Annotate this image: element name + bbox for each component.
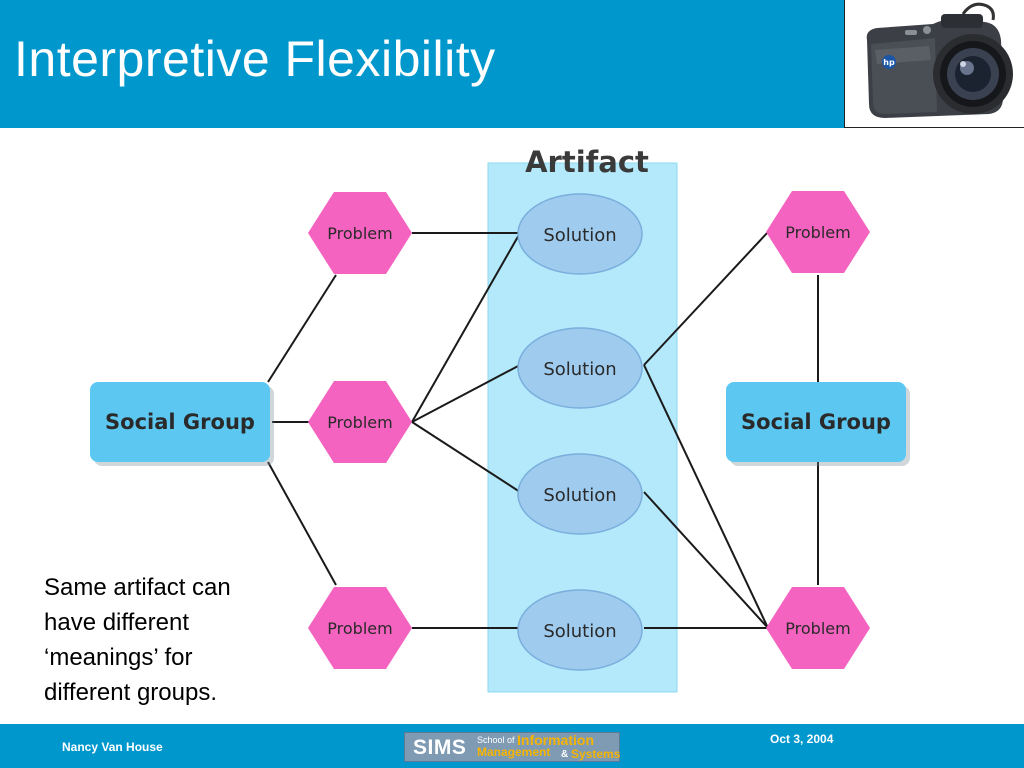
slide-title: Interpretive Flexibility [14, 31, 496, 87]
solution-label: Solution [543, 621, 616, 642]
problem-label: Problem [327, 224, 392, 243]
solution-label: Solution [543, 359, 616, 380]
camera-image-frame: hp [844, 0, 1024, 128]
problem-label: Problem [327, 619, 392, 638]
problem-right-top: Problem [766, 191, 870, 273]
social-group-right: Social Group [726, 382, 910, 466]
problem-left-top: Problem [308, 192, 412, 274]
sims-logo-systems: Systems [571, 747, 621, 761]
social-group-left: Social Group [90, 382, 274, 466]
caption-line: Same artifact can [44, 574, 231, 601]
solution-label: Solution [543, 225, 616, 246]
sims-logo: SIMS School of Information Management & … [404, 732, 620, 762]
footer-date: Oct 3, 2004 [770, 732, 834, 746]
interpretive-flexibility-diagram: Artifact Social Group Social Group Probl… [90, 145, 910, 693]
problem-left-bottom: Problem [308, 587, 412, 669]
problem-label: Problem [785, 619, 850, 638]
artifact-label: Artifact [525, 145, 649, 179]
social-group-left-label: Social Group [105, 410, 255, 434]
footer-author: Nancy Van House [62, 740, 163, 754]
solution-label: Solution [543, 485, 616, 506]
sims-logo-text: SIMS [413, 736, 467, 759]
caption-line: different groups. [44, 679, 218, 706]
problem-left-middle: Problem [308, 381, 412, 463]
caption-text: Same artifact can have different ‘meanin… [44, 570, 284, 710]
svg-text:hp: hp [883, 58, 895, 67]
problem-label: Problem [785, 223, 850, 242]
solution-2: Solution [517, 327, 643, 409]
social-group-right-label: Social Group [741, 410, 891, 434]
solution-3: Solution [517, 453, 643, 535]
solution-1: Solution [517, 193, 643, 275]
solution-4: Solution [517, 589, 643, 671]
sims-logo-amp: & [561, 749, 569, 760]
connector-lines [267, 231, 819, 629]
sims-logo-information: Information [517, 732, 594, 748]
caption-line: ‘meanings’ for [44, 644, 193, 671]
camera-icon: hp [845, 0, 1023, 126]
caption-line: have different [44, 609, 189, 636]
sims-logo-school-of: School of [477, 735, 515, 745]
problem-label: Problem [327, 413, 392, 432]
sims-logo-management: Management [477, 745, 551, 759]
problem-right-bottom: Problem [766, 587, 870, 669]
